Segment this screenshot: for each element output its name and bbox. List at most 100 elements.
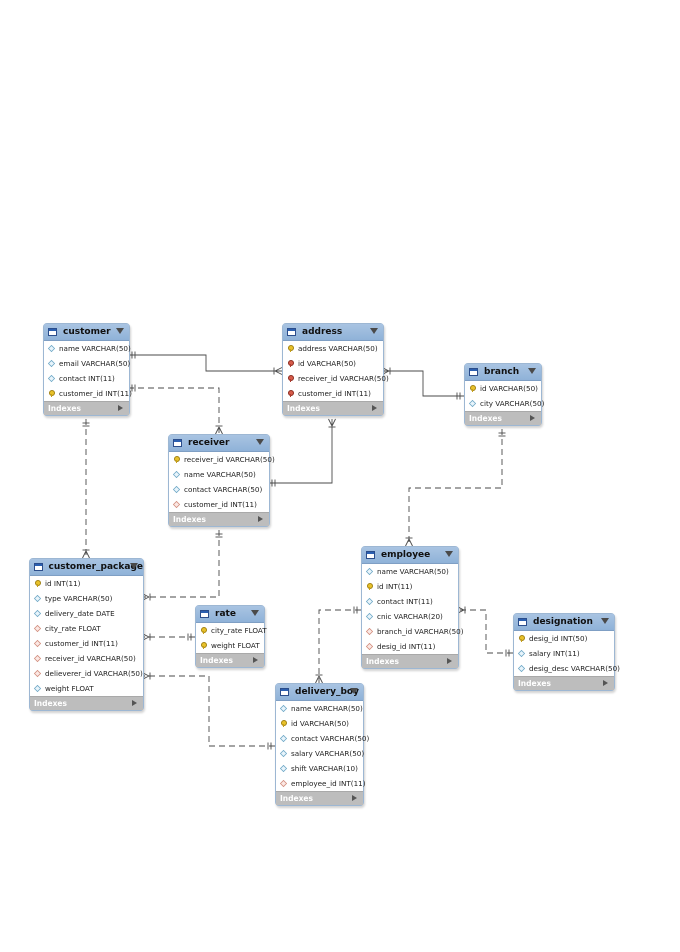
cardinality-mark xyxy=(318,675,323,684)
table-header[interactable]: address xyxy=(283,324,383,341)
table-header[interactable]: rate xyxy=(196,606,264,623)
collapse-arrow-icon[interactable] xyxy=(116,328,124,334)
column-row[interactable]: weight FLOAT xyxy=(196,638,264,653)
column-row[interactable]: address VARCHAR(50) xyxy=(283,341,383,356)
table-designation[interactable]: designation desig_id INT(50)salary INT(11… xyxy=(513,613,620,691)
table-title: designation xyxy=(533,617,593,627)
indexes-section[interactable]: Indexes xyxy=(30,696,143,710)
column-row[interactable]: customer_id INT(11) xyxy=(44,386,132,401)
expand-arrow-icon[interactable] xyxy=(530,415,535,421)
indexes-section[interactable]: Indexes xyxy=(283,401,383,415)
table-header[interactable]: receiver xyxy=(169,435,269,452)
link-customer-address xyxy=(128,354,282,372)
expand-arrow-icon[interactable] xyxy=(447,658,452,664)
indexes-section[interactable]: Indexes xyxy=(465,411,541,425)
column-row[interactable]: salary INT(11) xyxy=(514,646,614,661)
foreign-key-icon xyxy=(287,360,294,367)
indexes-section[interactable]: Indexes xyxy=(276,791,363,805)
table-title: delivery_boy xyxy=(295,687,359,697)
expand-arrow-icon[interactable] xyxy=(372,405,377,411)
column-row[interactable]: id INT(11) xyxy=(30,576,143,591)
column-row[interactable]: receiver_id VARCHAR(50) xyxy=(169,452,275,467)
column-row[interactable]: id VARCHAR(50) xyxy=(283,356,383,371)
indexes-label: Indexes xyxy=(34,699,67,708)
column-row[interactable]: name VARCHAR(50) xyxy=(276,701,363,716)
column-row[interactable]: salary VARCHAR(50) xyxy=(276,746,364,761)
column-row[interactable]: city_rate FLOAT xyxy=(30,621,143,636)
collapse-arrow-icon[interactable] xyxy=(251,610,259,616)
column-row[interactable]: desig_id INT(50) xyxy=(514,631,614,646)
column-row[interactable]: employee_id INT(11) xyxy=(276,776,366,791)
column-label: customer_id INT(11) xyxy=(184,500,257,509)
collapse-arrow-icon[interactable] xyxy=(528,368,536,374)
expand-arrow-icon[interactable] xyxy=(253,657,258,663)
indexes-section[interactable]: Indexes xyxy=(44,401,129,415)
table-header[interactable]: delivery_boy xyxy=(276,684,363,701)
column-row[interactable]: delieverer_id VARCHAR(50) xyxy=(30,666,143,681)
column-row[interactable]: receiver_id VARCHAR(50) xyxy=(283,371,389,386)
column-row[interactable]: cnic VARCHAR(20) xyxy=(362,609,458,624)
collapse-arrow-icon[interactable] xyxy=(370,328,378,334)
table-header[interactable]: branch xyxy=(465,364,541,381)
column-row[interactable]: branch_id VARCHAR(50) xyxy=(362,624,464,639)
column-row[interactable]: id INT(11) xyxy=(362,579,458,594)
table-header[interactable]: customer_package xyxy=(30,559,143,576)
collapse-arrow-icon[interactable] xyxy=(601,618,609,624)
column-row[interactable]: customer_id INT(11) xyxy=(30,636,143,651)
link-designation-employee xyxy=(457,609,513,654)
collapse-arrow-icon[interactable] xyxy=(130,563,138,569)
column-row[interactable]: contact VARCHAR(50) xyxy=(276,731,369,746)
indexes-section[interactable]: Indexes xyxy=(514,676,614,690)
column-row[interactable]: name VARCHAR(50) xyxy=(44,341,131,356)
expand-arrow-icon[interactable] xyxy=(258,516,263,522)
column-row[interactable]: receiver_id VARCHAR(50) xyxy=(30,651,143,666)
column-row[interactable]: city VARCHAR(50) xyxy=(465,396,544,411)
collapse-arrow-icon[interactable] xyxy=(256,439,264,445)
expand-arrow-icon[interactable] xyxy=(352,795,357,801)
expand-arrow-icon[interactable] xyxy=(118,405,123,411)
indexes-label: Indexes xyxy=(469,414,502,423)
table-title: rate xyxy=(215,609,236,619)
column-row[interactable]: delivery_date DATE xyxy=(30,606,143,621)
foreign-column-icon xyxy=(33,639,42,648)
column-row[interactable]: contact VARCHAR(50) xyxy=(169,482,269,497)
column-row[interactable]: contact INT(11) xyxy=(362,594,458,609)
column-row[interactable]: weight FLOAT xyxy=(30,681,143,696)
column-row[interactable]: name VARCHAR(50) xyxy=(169,467,269,482)
column-row[interactable]: email VARCHAR(50) xyxy=(44,356,130,371)
column-row[interactable]: id VARCHAR(50) xyxy=(276,716,363,731)
indexes-label: Indexes xyxy=(366,657,399,666)
column-row[interactable]: type VARCHAR(50) xyxy=(30,591,143,606)
column-row[interactable]: city_rate FLOAT xyxy=(196,623,267,638)
column-row[interactable]: desig_id INT(11) xyxy=(362,639,458,654)
collapse-arrow-icon[interactable] xyxy=(445,551,453,557)
table-header[interactable]: customer xyxy=(44,324,129,341)
column-row[interactable]: id VARCHAR(50) xyxy=(465,381,541,396)
expand-arrow-icon[interactable] xyxy=(603,680,608,686)
column-row[interactable]: shift VARCHAR(10) xyxy=(276,761,363,776)
column-label: branch_id VARCHAR(50) xyxy=(377,627,464,636)
column-label: desig_id INT(11) xyxy=(377,642,436,651)
indexes-section[interactable]: Indexes xyxy=(196,653,264,667)
column-row[interactable]: desig_desc VARCHAR(50) xyxy=(514,661,620,676)
indexes-section[interactable]: Indexes xyxy=(362,654,458,668)
table-icon xyxy=(173,439,182,447)
column-row[interactable]: customer_id INT(11) xyxy=(169,497,269,512)
column-row[interactable]: customer_id INT(11) xyxy=(283,386,383,401)
table-header[interactable]: employee xyxy=(362,547,458,564)
primary-key-icon xyxy=(287,345,294,352)
expand-arrow-icon[interactable] xyxy=(132,700,137,706)
column-row[interactable]: name VARCHAR(50) xyxy=(362,564,458,579)
column-row[interactable]: contact INT(11) xyxy=(44,371,129,386)
indexes-section[interactable]: Indexes xyxy=(169,512,269,526)
table-header[interactable]: designation xyxy=(514,614,614,631)
collapse-arrow-icon[interactable] xyxy=(350,688,358,694)
